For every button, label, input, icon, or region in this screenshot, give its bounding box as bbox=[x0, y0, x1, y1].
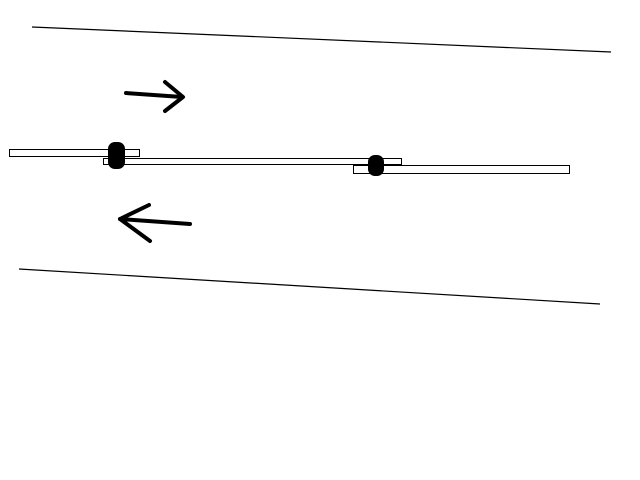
arrow-right-icon bbox=[124, 80, 185, 113]
connector-right bbox=[368, 155, 384, 176]
rod-middle bbox=[103, 158, 402, 165]
connector-left bbox=[108, 142, 125, 169]
arrow-left-shaft bbox=[118, 217, 192, 226]
arrow-left-head bbox=[118, 203, 152, 243]
arrow-right-head bbox=[163, 80, 185, 113]
bottom-boundary-line bbox=[18, 268, 601, 305]
top-boundary-line bbox=[31, 26, 612, 53]
arrow-right-shaft bbox=[124, 91, 184, 99]
arrow-left-icon bbox=[118, 203, 192, 243]
rod-right bbox=[353, 165, 570, 174]
rod-left bbox=[9, 149, 140, 157]
